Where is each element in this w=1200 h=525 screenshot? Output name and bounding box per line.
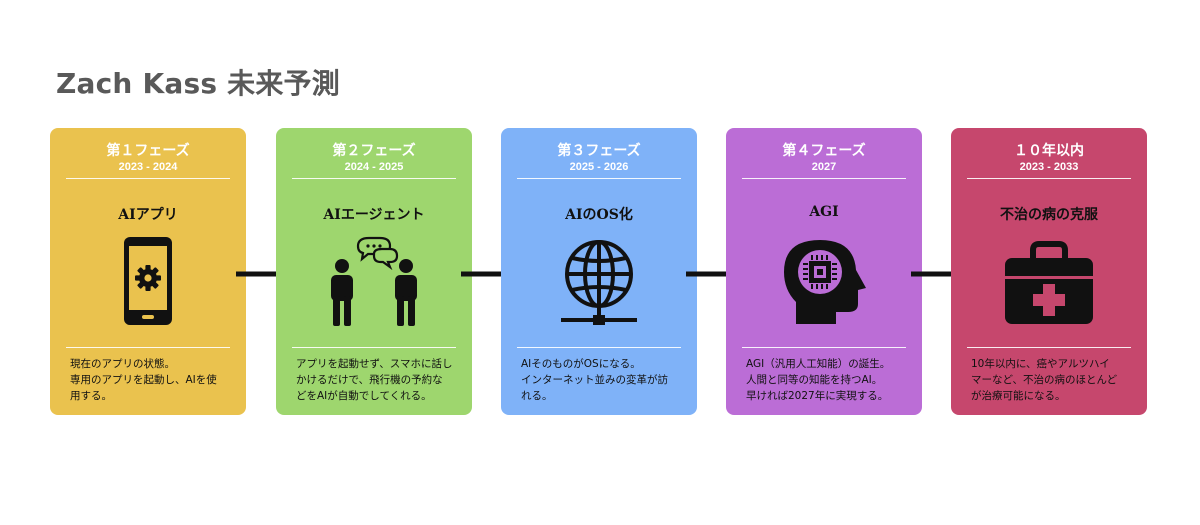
phase-description: 現在のアプリの状態。 専用のアプリを起動し、AIを使 用する。 <box>70 358 217 402</box>
phase-label: 第３フェーズ <box>557 143 641 159</box>
divider <box>66 178 230 179</box>
divider <box>66 347 230 348</box>
phase-label: 第４フェーズ <box>782 143 866 159</box>
phase-period: 2023 - 2024 <box>118 161 178 173</box>
phase-description: 10年以内に、癌やアルツハイ マーなど、不治の病のほとんど が治療可能になる。 <box>971 358 1118 402</box>
phase-card-1: 第１フェーズ 2023 - 2024 AIアプリ 現在のアプリの状態。 専用のア… <box>50 128 246 415</box>
phase-description: AIそのものがOSになる。 インターネット並みの変革が訪 れる。 <box>521 358 668 402</box>
phase-heading: AIアプリ <box>118 207 178 223</box>
phase-description: アプリを起動せず、スマホに話し かけるだけで、飛行機の予約な どをAIが自動でし… <box>296 358 453 402</box>
phase-period: 2025 - 2026 <box>569 161 629 173</box>
divider <box>967 178 1131 179</box>
smartphone-gear-icon <box>124 237 172 325</box>
divider <box>742 347 906 348</box>
phase-heading: AIのOS化 <box>565 207 633 223</box>
phase-heading: AGI <box>809 204 839 220</box>
divider <box>742 178 906 179</box>
globe-network-icon <box>561 240 637 325</box>
head-chip-icon <box>784 240 866 324</box>
phase-label: 第１フェーズ <box>106 143 190 159</box>
phase-heading: AIエージェント <box>323 207 425 223</box>
divider <box>292 347 456 348</box>
phase-card-5: １０年以内 2023 - 2033 不治の病の克服 10年以内に、癌やアルツハイ… <box>951 128 1147 415</box>
phase-description: AGI（汎用人工知能）の誕生。 人間と同等の知能を持つAI。 早ければ2027年… <box>746 358 891 402</box>
phase-period: 2024 - 2025 <box>344 161 404 173</box>
phase-card-4: 第４フェーズ 2027 AGI AGI（汎用人工知能）の誕生。 人間と同等の知能… <box>726 128 922 415</box>
divider <box>517 347 681 348</box>
divider <box>517 178 681 179</box>
phase-heading: 不治の病の克服 <box>1000 207 1098 223</box>
people-talking-icon <box>331 236 417 326</box>
phase-card-3: 第３フェーズ 2025 - 2026 AIのOS化 AIそのものがOSになる。 … <box>501 128 697 415</box>
phase-label: 第２フェーズ <box>332 143 416 159</box>
divider <box>967 347 1131 348</box>
first-aid-kit-icon <box>1005 241 1093 324</box>
divider <box>292 178 456 179</box>
phase-label: １０年以内 <box>1014 143 1084 159</box>
phase-card-2: 第２フェーズ 2024 - 2025 AIエージェント <box>276 128 472 415</box>
phase-period: 2023 - 2033 <box>1019 161 1079 173</box>
page-title: Zach Kass 未来予測 <box>56 67 340 100</box>
phase-period: 2027 <box>811 161 837 173</box>
